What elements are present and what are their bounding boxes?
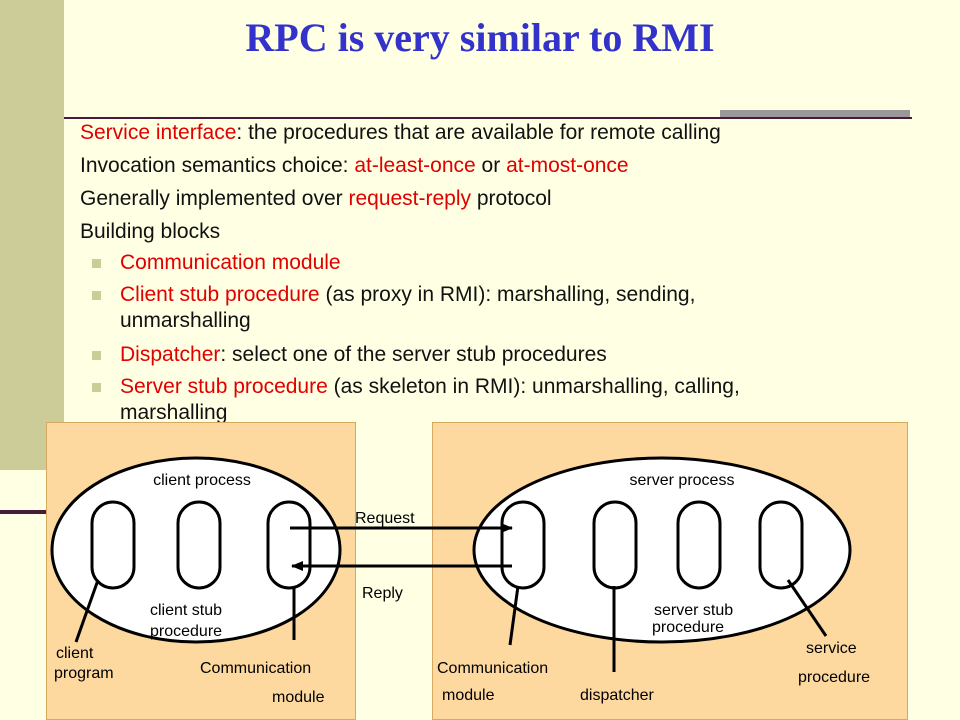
bullet-marker (46, 157, 56, 167)
client-program-box (90, 500, 136, 590)
client-process-label: client process (153, 472, 251, 489)
server-stub-box (676, 500, 722, 590)
client-stub-label-2: procedure (150, 623, 222, 640)
sub-bullet-server-stub-cont: marshalling (120, 401, 228, 424)
service-leader (786, 579, 828, 637)
bullet-invocation-semantics: Invocation semantics choice: at-least-on… (80, 154, 629, 177)
client-program-label: client (56, 645, 94, 662)
sidebar-divider (0, 510, 46, 514)
service-box (758, 500, 804, 590)
bullet-marker (46, 190, 56, 200)
bullet-service-interface: Service interface: the procedures that a… (80, 121, 721, 144)
comm-right-label: Communication (437, 660, 548, 677)
sidebar-strip (0, 0, 64, 470)
sub-bullet-communication-module: Communication module (120, 251, 341, 274)
title-rule-accent (720, 110, 910, 118)
server-process-ellipse (472, 456, 852, 644)
comm-left-label-2: module (272, 689, 325, 706)
sub-bullet-dispatcher: Dispatcher: select one of the server stu… (120, 343, 607, 366)
server-comm-leader (508, 585, 520, 646)
client-program-label-2: program (54, 665, 114, 682)
client-stub-label: client stub (150, 602, 222, 619)
sub-bullet-marker (92, 291, 101, 300)
client-program-leader (74, 579, 100, 643)
service-label: service (806, 640, 857, 657)
sub-bullet-server-stub: Server stub procedure (as skeleton in RM… (120, 375, 740, 398)
slide-title: RPC is very similar to RMI (245, 15, 715, 60)
comm-left-label: Communication (200, 660, 311, 677)
server-comm-box (500, 500, 546, 590)
request-label: Request (355, 510, 415, 527)
sub-bullet-marker (92, 383, 101, 392)
title-rule (64, 117, 912, 119)
bullet-building-blocks: Building blocks (80, 220, 221, 243)
bullet-marker (46, 124, 56, 134)
sub-bullet-client-stub: Client stub procedure (as proxy in RMI):… (120, 283, 696, 306)
dispatcher-label: dispatcher (580, 687, 654, 704)
service-label-2: procedure (798, 669, 870, 686)
sub-bullet-marker (92, 259, 101, 268)
sub-bullet-marker (92, 351, 101, 360)
comm-right-label-2: module (442, 687, 495, 704)
reply-label: Reply (362, 585, 403, 602)
server-stub-label: server stub (654, 602, 733, 619)
bullet-marker (46, 223, 56, 233)
sub-bullet-client-stub-cont: unmarshalling (120, 309, 251, 332)
server-stub-label-2: procedure (652, 619, 724, 636)
client-comm-box (266, 500, 312, 590)
client-stub-box (176, 500, 222, 590)
server-process-label: server process (630, 472, 735, 489)
bullet-request-reply: Generally implemented over request-reply… (80, 187, 552, 210)
